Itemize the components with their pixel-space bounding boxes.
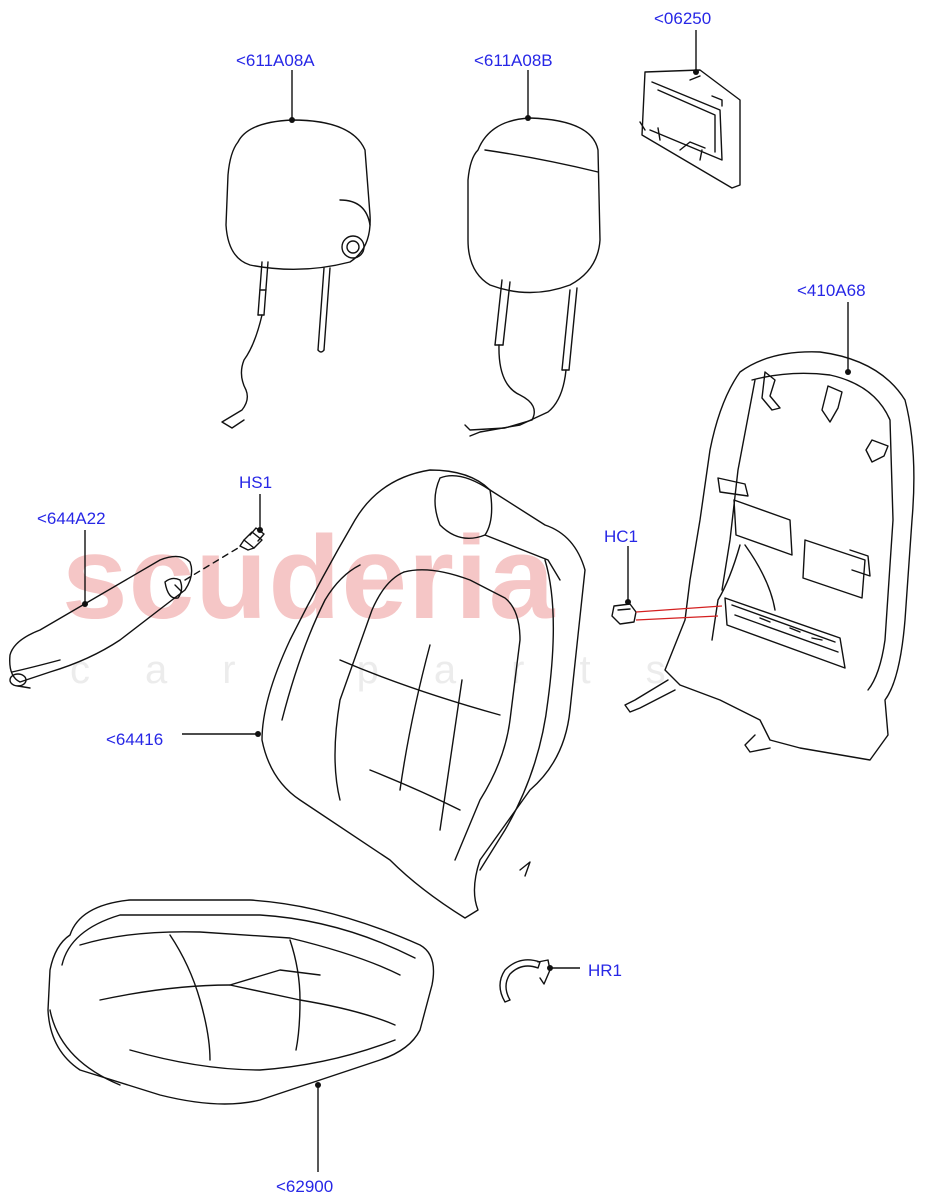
callout-410A68[interactable]: <410A68 — [797, 281, 866, 300]
seat-back-cover — [261, 469, 586, 919]
callout-611A08A[interactable]: <611A08A — [236, 51, 315, 70]
callout-644A22[interactable]: <644A22 — [37, 509, 106, 528]
leader-lines — [84, 30, 849, 1172]
bracket-06250 — [639, 69, 741, 189]
callout-06250[interactable]: <06250 — [654, 9, 712, 28]
clip-hc1 — [611, 603, 637, 625]
callout-HS1[interactable]: HS1 — [239, 473, 273, 492]
armrest — [9, 555, 193, 689]
headrest-a — [221, 119, 371, 429]
seat-cushion — [47, 899, 435, 1105]
hc1-red-leaders — [635, 605, 723, 621]
leader-dots — [82, 69, 851, 1088]
callout-62900[interactable]: <62900 — [276, 1177, 334, 1196]
watermark-tagline: car parts — [70, 648, 721, 692]
seat-back-frame — [624, 351, 915, 761]
armrest-dash — [184, 547, 239, 581]
headrest-b — [464, 117, 601, 437]
callout-HC1[interactable]: HC1 — [604, 527, 639, 546]
callout-HR1[interactable]: HR1 — [588, 961, 623, 980]
callout-611A08B[interactable]: <611A08B — [474, 51, 553, 70]
clip-hr1 — [499, 959, 551, 1003]
callout-64416[interactable]: <64416 — [106, 730, 164, 749]
